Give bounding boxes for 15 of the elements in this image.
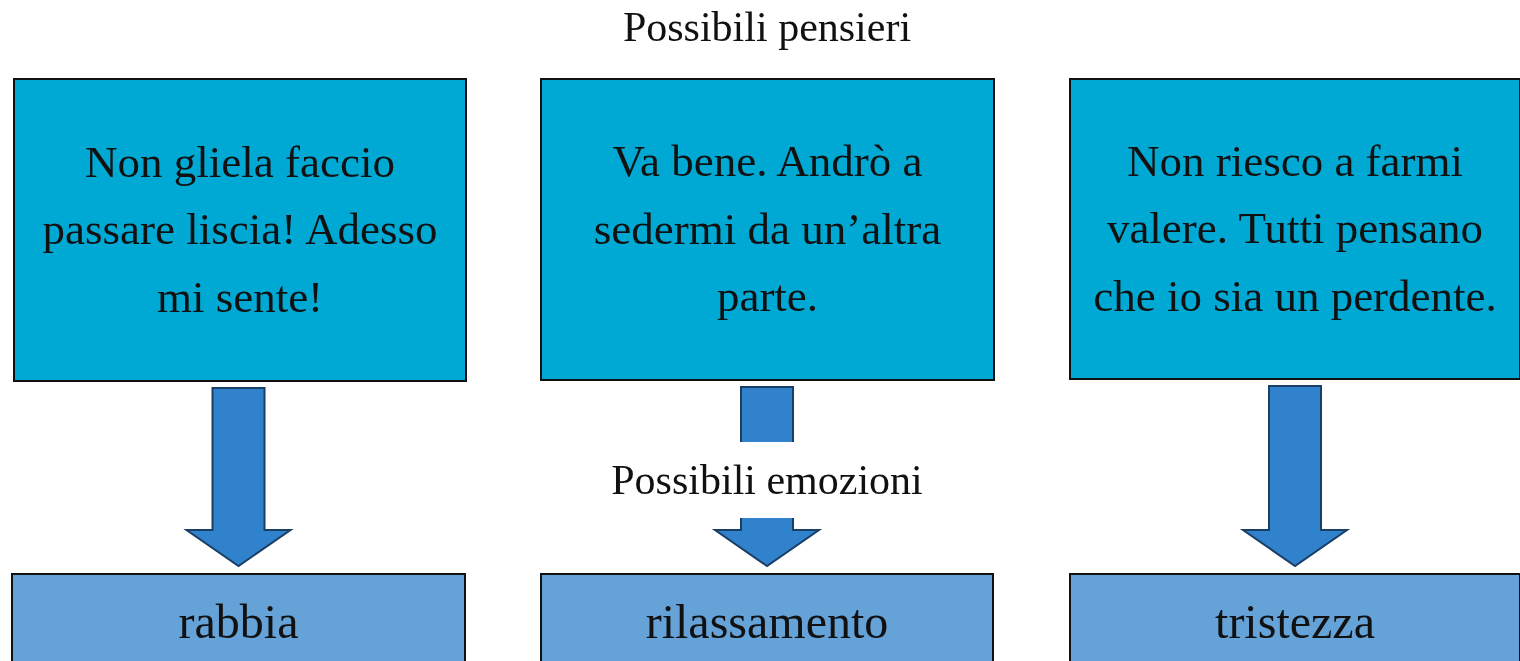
box-text: Non gliela faccio passare liscia! Adesso mi sente!	[41, 135, 439, 324]
thought-box	[13, 78, 467, 382]
emotion-box	[11, 573, 466, 661]
thought-box	[1069, 78, 1520, 380]
title-text: Possibili pensieri	[622, 3, 912, 51]
block-arrow	[183, 387, 294, 568]
emotion-box	[540, 573, 994, 661]
box-text: tristezza	[1215, 593, 1375, 649]
box-text: rabbia	[178, 593, 299, 649]
box-text: rilassamento	[645, 593, 889, 649]
box-text: Non riesco a farmi valere. Tutti pensano che io sia un perdente.	[1092, 134, 1498, 323]
emotion-box	[1069, 573, 1520, 661]
block-arrow	[1239, 385, 1351, 568]
box-text: Va bene. Andrò a sedermi da un’altra parte.	[592, 135, 943, 324]
thought-box	[540, 78, 995, 381]
